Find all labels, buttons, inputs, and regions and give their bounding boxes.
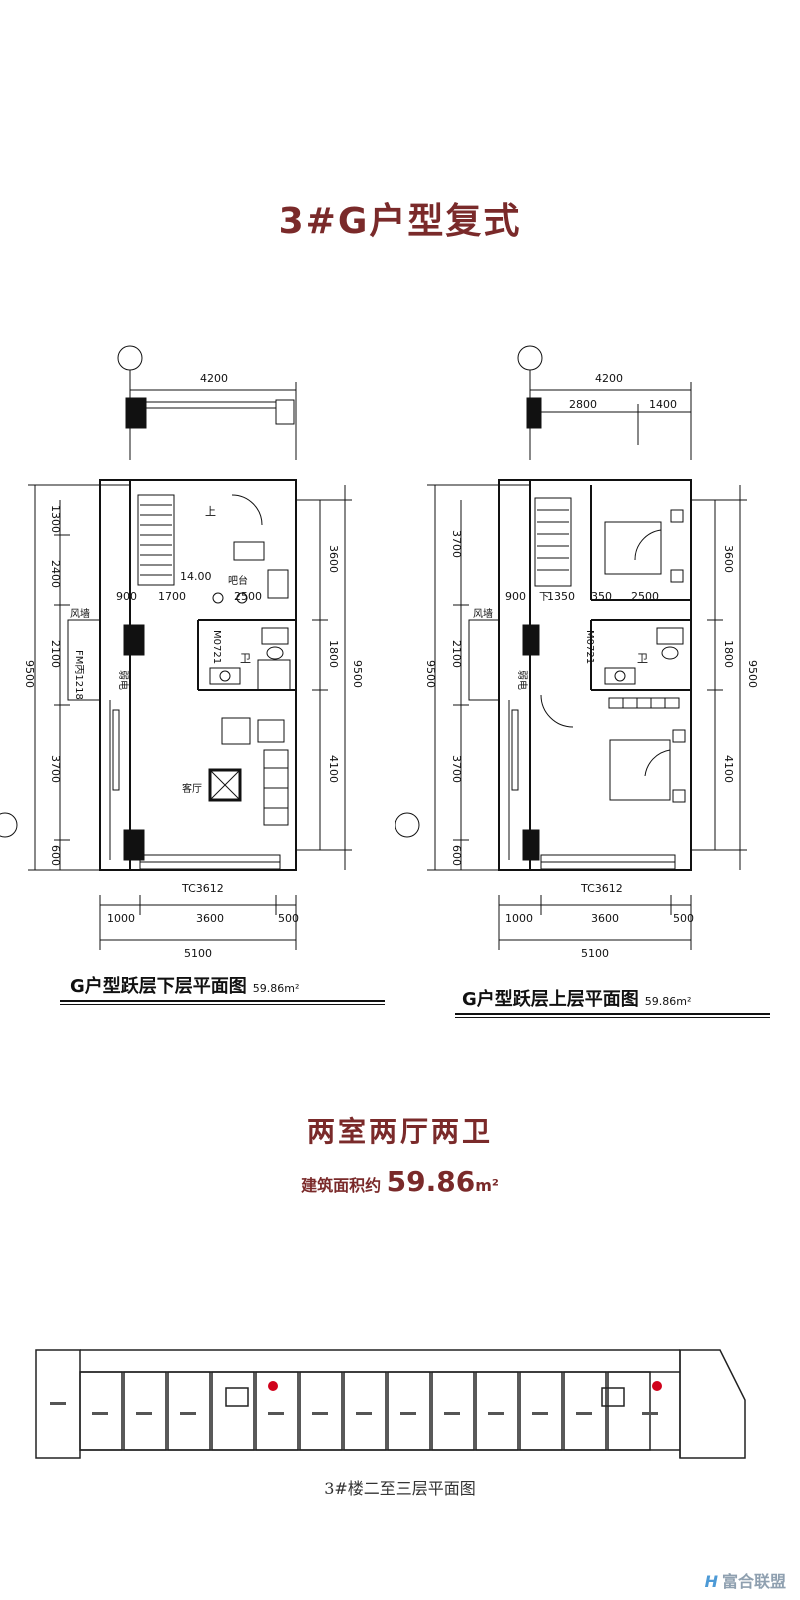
upper-caption-underline-thin	[455, 1017, 770, 1018]
upper-left-dim-1: 3700	[450, 530, 463, 558]
upper-left-dim-2: 2100	[450, 640, 463, 668]
lower-caption-underline	[60, 1000, 385, 1002]
lower-left-dim-2: 2400	[49, 560, 62, 588]
axis-bubble-top	[117, 345, 143, 371]
lower-bottom-dim-3: 500	[278, 912, 299, 925]
upper-bottom-dim-1: 1000	[505, 912, 533, 925]
upper-top-sub-dim-1: 2800	[569, 398, 597, 411]
area-summary: 建筑面积约 59.86m²	[0, 1165, 800, 1198]
upper-bottom-dim-3: 500	[673, 912, 694, 925]
axis-bubble-left	[0, 812, 18, 838]
upper-plan-caption-text: G户型跃层上层平面图	[462, 989, 639, 1010]
upper-left-total: 9500	[424, 660, 437, 688]
lower-bath-label: 卫	[240, 652, 251, 665]
lower-window-label: TC3612	[181, 882, 224, 895]
lower-wall-label: 风墙	[70, 607, 90, 620]
lower-bottom-dim-2: 3600	[196, 912, 224, 925]
upper-inner-dim-2: 1350	[547, 590, 575, 603]
upper-left-dim-3: 3700	[450, 755, 463, 783]
area-unit: m²	[475, 1176, 499, 1195]
upper-bath-label: 卫	[637, 652, 648, 665]
upper-plan-area: 59.86m²	[644, 995, 692, 1008]
brand-name: 富合联盟	[721, 1572, 786, 1591]
lower-right-dim-2: 1800	[327, 640, 340, 668]
lower-fm-label: FM丙1218	[73, 650, 84, 700]
brand-logo: H	[704, 1572, 718, 1591]
lower-plan-drawing: 4200 上 14.00 吧台 900 1700 2500 风墙 弱电 FM丙1…	[0, 345, 364, 960]
lower-right-total: 9500	[351, 660, 364, 688]
lower-plan-caption-text: G户型跃层下层平面图	[70, 976, 247, 997]
lower-right-dim-1: 3600	[327, 545, 340, 573]
lower-door-label: M0721	[211, 630, 222, 664]
upper-electric-label: 弱电	[516, 670, 529, 690]
upper-plan-drawing: 4200 2800 1400 下 900 1350 350 2500 风墙 弱电…	[395, 345, 759, 960]
lower-caption-underline-thin	[60, 1004, 385, 1005]
lower-electric-label: 弱电	[117, 670, 130, 690]
upper-right-dim-1: 3600	[722, 545, 735, 573]
upper-left-dim-4: 600	[450, 845, 463, 866]
site-unit-marker-2	[652, 1381, 662, 1391]
upper-wall-label: 风墙	[473, 607, 493, 620]
upper-right-dim-3: 4100	[722, 755, 735, 783]
lower-left-dim-5: 600	[49, 845, 62, 866]
upper-axis-bubble-left	[395, 812, 420, 838]
upper-top-sub-dim-2: 1400	[649, 398, 677, 411]
lower-plan-area: 59.86m²	[252, 982, 300, 995]
upper-window-label: TC3612	[580, 882, 623, 895]
lower-top-dim: 4200	[200, 372, 228, 385]
lower-bottom-dim-1: 1000	[107, 912, 135, 925]
upper-inner-dim-1: 900	[505, 590, 526, 603]
upper-plan-caption: G户型跃层上层平面图 59.86m²	[462, 985, 691, 1011]
lower-elevation-label: 14.00	[180, 570, 212, 583]
lower-balcony-label: 吧台	[228, 574, 248, 587]
upper-inner-dim-3: 350	[591, 590, 612, 603]
upper-right-dim-2: 1800	[722, 640, 735, 668]
upper-floor-plan: 4200 2800 1400 下 900 1350 350 2500 风墙 弱电…	[395, 330, 795, 1030]
site-plan-drawing	[35, 1349, 746, 1459]
lower-left-dim-4: 3700	[49, 755, 62, 783]
upper-bottom-dim-2: 3600	[591, 912, 619, 925]
area-label: 建筑面积约	[301, 1176, 382, 1195]
upper-stair-down-label: 下	[539, 592, 549, 603]
layout-summary: 两室两厅两卫	[306, 1115, 493, 1148]
lower-bottom-total: 5100	[184, 947, 212, 960]
page-title: 3#G户型复式	[278, 201, 522, 242]
site-plan-caption: 3#楼二至三层平面图	[324, 1479, 476, 1498]
site-unit-marker-1	[268, 1381, 278, 1391]
upper-right-total: 9500	[746, 660, 759, 688]
lower-inner-dim-1: 900	[116, 590, 137, 603]
upper-door-label: M0721	[584, 630, 595, 664]
lower-inner-dim-3: 2500	[234, 590, 262, 603]
lower-inner-dim-2: 1700	[158, 590, 186, 603]
upper-inner-dim-4: 2500	[631, 590, 659, 603]
lower-floor-plan: 4200 上 14.00 吧台 900 1700 2500 风墙 弱电 FM丙1…	[0, 330, 400, 1030]
lower-plan-caption: G户型跃层下层平面图 59.86m²	[70, 972, 299, 998]
lower-right-dim-3: 4100	[327, 755, 340, 783]
lower-left-total: 9500	[23, 660, 36, 688]
upper-axis-bubble-top	[517, 345, 543, 371]
upper-top-dim: 4200	[595, 372, 623, 385]
lower-stair-up-label: 上	[205, 505, 216, 518]
lower-left-dim-3: 2100	[49, 640, 62, 668]
upper-caption-underline	[455, 1013, 770, 1015]
area-value: 59.86	[386, 1165, 476, 1198]
upper-bottom-total: 5100	[581, 947, 609, 960]
lower-left-dim-1: 1300	[49, 505, 62, 533]
site-plan	[30, 1340, 760, 1470]
lower-living-label: 客厅	[182, 782, 202, 795]
